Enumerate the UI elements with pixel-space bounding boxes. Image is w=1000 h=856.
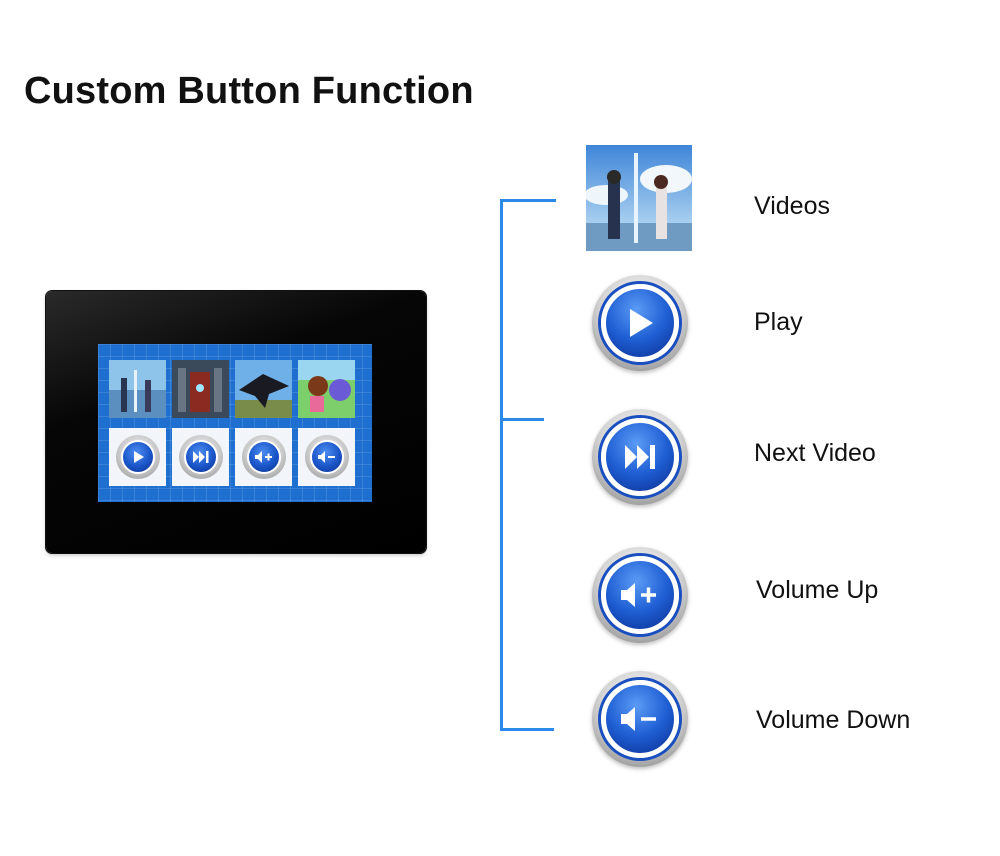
video-thumbnail[interactable] (172, 360, 229, 418)
function-label: Videos (754, 192, 830, 220)
play-icon (630, 309, 653, 337)
page-title: Custom Button Function (24, 70, 474, 112)
video-thumbnail[interactable] (109, 360, 166, 418)
play-button[interactable] (109, 428, 166, 486)
function-label: Play (754, 308, 803, 336)
connector-branch (500, 418, 544, 421)
video-thumbnail[interactable] (298, 360, 355, 418)
volume-down-icon (317, 451, 335, 463)
volume-down-icon (621, 707, 656, 731)
volume-down-button[interactable] (298, 428, 355, 486)
video-thumbnail[interactable] (235, 360, 292, 418)
connector-line (500, 199, 503, 730)
volume-up-icon (254, 451, 272, 463)
function-label: Volume Up (756, 576, 879, 604)
next-video-button[interactable] (592, 409, 688, 505)
connector-branch (500, 728, 554, 731)
play-button[interactable] (592, 275, 688, 371)
next-video-button[interactable] (172, 428, 229, 486)
volume-up-icon (621, 583, 656, 607)
play-icon (133, 451, 144, 463)
connector-branch (500, 199, 556, 202)
video-thumbnail[interactable] (586, 145, 692, 251)
volume-down-button[interactable] (592, 671, 688, 767)
function-label: Next Video (754, 439, 876, 467)
touch-panel-device (46, 291, 426, 553)
volume-up-button[interactable] (592, 547, 688, 643)
next-video-icon (192, 451, 208, 463)
volume-up-button[interactable] (235, 428, 292, 486)
device-screen (98, 344, 372, 502)
function-label: Volume Down (756, 706, 911, 734)
next-video-icon (625, 445, 655, 469)
